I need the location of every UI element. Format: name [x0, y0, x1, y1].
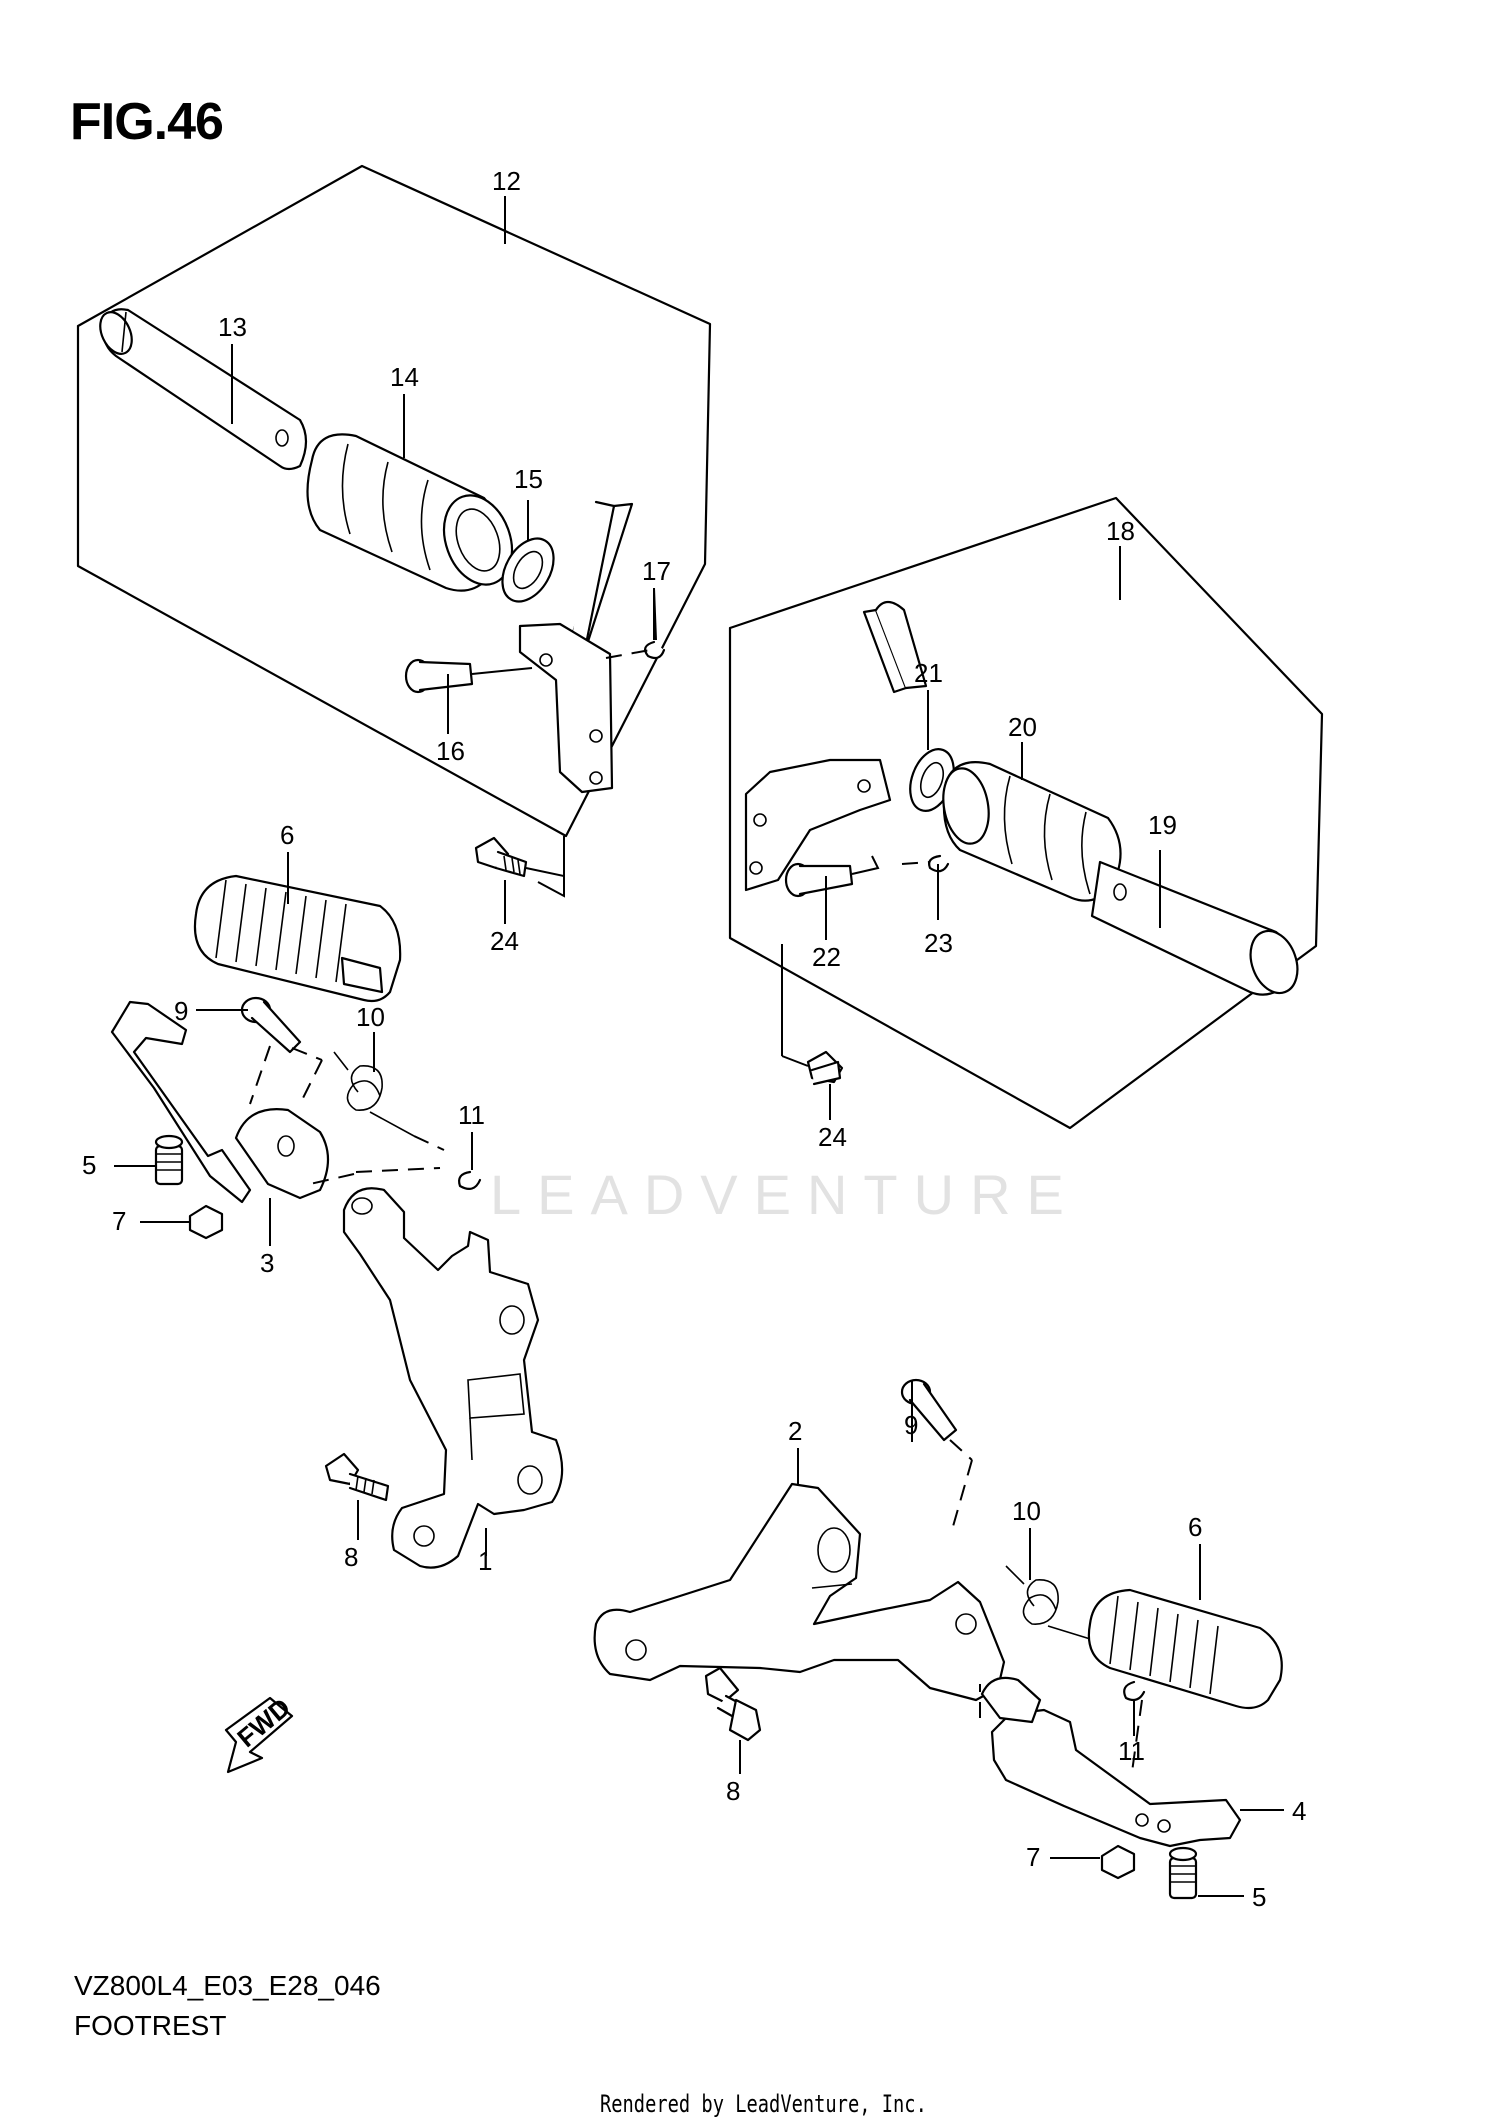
- callout-24-right: 24: [818, 1122, 847, 1152]
- part-5-bolt-right: [1168, 1846, 1198, 1900]
- part-6-footpeg-rubber-right: [1087, 1588, 1283, 1710]
- callout-4: 4: [1292, 1796, 1306, 1826]
- callout-11-left: 11: [458, 1100, 485, 1130]
- callout-21: 21: [914, 658, 943, 688]
- upper-footrest-bracket: [518, 500, 634, 794]
- callout-1: 1: [478, 1546, 492, 1576]
- part-9-pin-right: [900, 1378, 973, 1531]
- section-name: FOOTREST: [74, 2010, 227, 2041]
- part-14-footrest-rubber: [306, 433, 514, 592]
- callout-6-left: 6: [280, 820, 294, 850]
- part-11-e-clip-right: [1123, 1680, 1146, 1773]
- right-footrest-bracket: [744, 600, 928, 892]
- callout-9-right: 9: [904, 1410, 918, 1440]
- part-11-e-clip-left: [458, 1170, 482, 1191]
- part-17-e-clip: [605, 587, 666, 660]
- watermark: LEADVENTURE: [490, 1163, 1080, 1226]
- callout-16: 16: [436, 736, 465, 766]
- callout-7-left: 7: [112, 1206, 126, 1236]
- callout-17: 17: [642, 556, 671, 586]
- callout-20: 20: [1008, 712, 1037, 742]
- part-24-bolt-upper: [474, 836, 565, 898]
- part-6-footpeg-rubber-left: [193, 874, 402, 1003]
- kit-box-12: [76, 164, 712, 838]
- callout-14: 14: [390, 362, 419, 392]
- callout-3: 3: [260, 1248, 274, 1278]
- part-2-main-bracket: [593, 1482, 1006, 1702]
- callout-8-right: 8: [726, 1776, 740, 1806]
- part-16-clevis-pin: [404, 658, 533, 694]
- callout-13: 13: [218, 312, 247, 342]
- callout-2: 2: [788, 1416, 802, 1446]
- part-5-bolt-left: [154, 1134, 184, 1186]
- part-4-footrest-bracket-right: [979, 1676, 1242, 1848]
- kit-box-18: [728, 496, 1324, 1130]
- part-8-bolt-left: [324, 1452, 390, 1502]
- figure-title: FIG.46: [70, 93, 224, 151]
- model-code: VZ800L4_E03_E28_046: [74, 1970, 381, 2001]
- part-8-bolt-right: [704, 1666, 762, 1742]
- part-24-bolt-right: [781, 944, 844, 1086]
- callout-22: 22: [812, 942, 841, 972]
- fwd-direction-badge: FWD: [224, 1692, 296, 1774]
- callout-6-right: 6: [1188, 1512, 1202, 1542]
- callout-8-left: 8: [344, 1542, 358, 1572]
- part-23-e-clip: [901, 854, 950, 873]
- callout-12: 12: [492, 166, 521, 196]
- render-credit: Rendered by LeadVenture, Inc.: [600, 2090, 927, 2118]
- callout-15: 15: [514, 464, 543, 494]
- leader-lines: [114, 196, 1284, 1897]
- callout-18: 18: [1106, 516, 1135, 546]
- callout-numbers: 12 13 14 15 17 16 24 18 19 20 21 22 23 2…: [82, 166, 1306, 1912]
- callout-11-right: 11: [1118, 1736, 1145, 1766]
- part-22-clevis-pin: [784, 855, 880, 898]
- part-7-nut-left: [188, 1204, 224, 1240]
- callout-7-right: 7: [1026, 1842, 1040, 1872]
- part-9-pin-left: [240, 996, 323, 1105]
- callout-10-right: 10: [1012, 1496, 1041, 1526]
- part-7-nut-right: [1100, 1844, 1136, 1880]
- part-20-footrest-rubber: [942, 761, 1122, 902]
- part-3-footrest-bracket-left: [110, 1000, 441, 1204]
- part-19-footrest-shaft: [1090, 860, 1299, 996]
- callout-10-left: 10: [356, 1002, 385, 1032]
- callout-24-upper: 24: [490, 926, 519, 956]
- part-15-washer: [501, 537, 555, 603]
- part-1-main-bracket: [342, 1187, 564, 1569]
- callout-19: 19: [1148, 810, 1177, 840]
- callout-23: 23: [924, 928, 953, 958]
- part-13-footrest-shaft: [99, 308, 308, 471]
- callout-9-left: 9: [174, 996, 188, 1026]
- callout-5-left: 5: [82, 1150, 96, 1180]
- callout-5-right: 5: [1252, 1882, 1266, 1912]
- part-10-spring-left: [333, 1051, 445, 1151]
